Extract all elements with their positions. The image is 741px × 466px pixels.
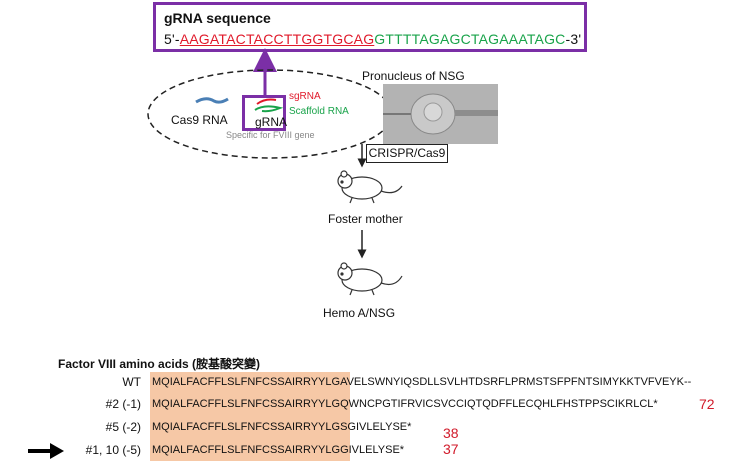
hemo-mouse-icon — [338, 263, 402, 295]
pronucleus-label: Pronucleus of NSG — [362, 69, 465, 83]
sgrna-label: sgRNA — [289, 91, 321, 102]
aa-row-sequence: MQIALFACFFLSLFNFCSSAIRRYYLGSGIVLELYSE* — [152, 421, 411, 433]
hemo-a-nsg-label: Hemo A/NSG — [323, 306, 395, 320]
aa-row-2: #2 (-1) MQIALFACFFLSLFNFCSSAIRRYYLGQWNCP… — [0, 397, 741, 417]
aa-row-label: #5 (-2) — [106, 420, 141, 434]
aa-row-5: #5 (-2) MQIALFACFFLSLFNFCSSAIRRYYLGSGIVL… — [0, 420, 741, 440]
aa-row-sequence: MQIALFACFFLSLFNFCSSAIRRYYLGGIVLELYSE* — [152, 444, 404, 456]
aa-row-label: #1, 10 (-5) — [86, 443, 141, 457]
foster-mother-label: Foster mother — [328, 212, 403, 226]
aa-row-sequence: MQIALFACFFLSLFNFCSSAIRRYYLGQWNCPGTIFRVIC… — [152, 398, 658, 410]
aa-row-label: WT — [122, 375, 141, 389]
amino-acid-title: Factor VIII amino acids (胺基酸突變) — [58, 355, 260, 372]
specific-for-fviii-label: Specific for FVIII gene — [226, 130, 315, 140]
cas9-rna-label: Cas9 RNA — [171, 113, 228, 127]
pronucleus-microinjection-image — [383, 84, 498, 144]
aa-row-1-10: #1, 10 (-5) MQIALFACFFLSLFNFCSSAIRRYYLGG… — [0, 443, 741, 463]
aa-row-sequence: MQIALFACFFLSLFNFCSSAIRRYYLGAVELSWNYIQSDL… — [152, 376, 691, 388]
cas9-rna-icon — [196, 99, 228, 102]
aa-row-label: #2 (-1) — [106, 397, 141, 411]
foster-mouse-icon — [338, 171, 402, 203]
crispr-cas9-box: CRISPR/Cas9 — [366, 144, 448, 163]
aa-row-wt: WT MQIALFACFFLSLFNFCSSAIRRYYLGAVELSWNYIQ… — [0, 375, 741, 395]
grna-label: gRNA — [255, 115, 287, 129]
aa-row-length: 38 — [443, 425, 459, 441]
scaffold-rna-label: Scaffold RNA — [289, 106, 349, 117]
aa-row-length: 37 — [443, 441, 459, 457]
aa-row-length: 72 — [699, 396, 715, 412]
